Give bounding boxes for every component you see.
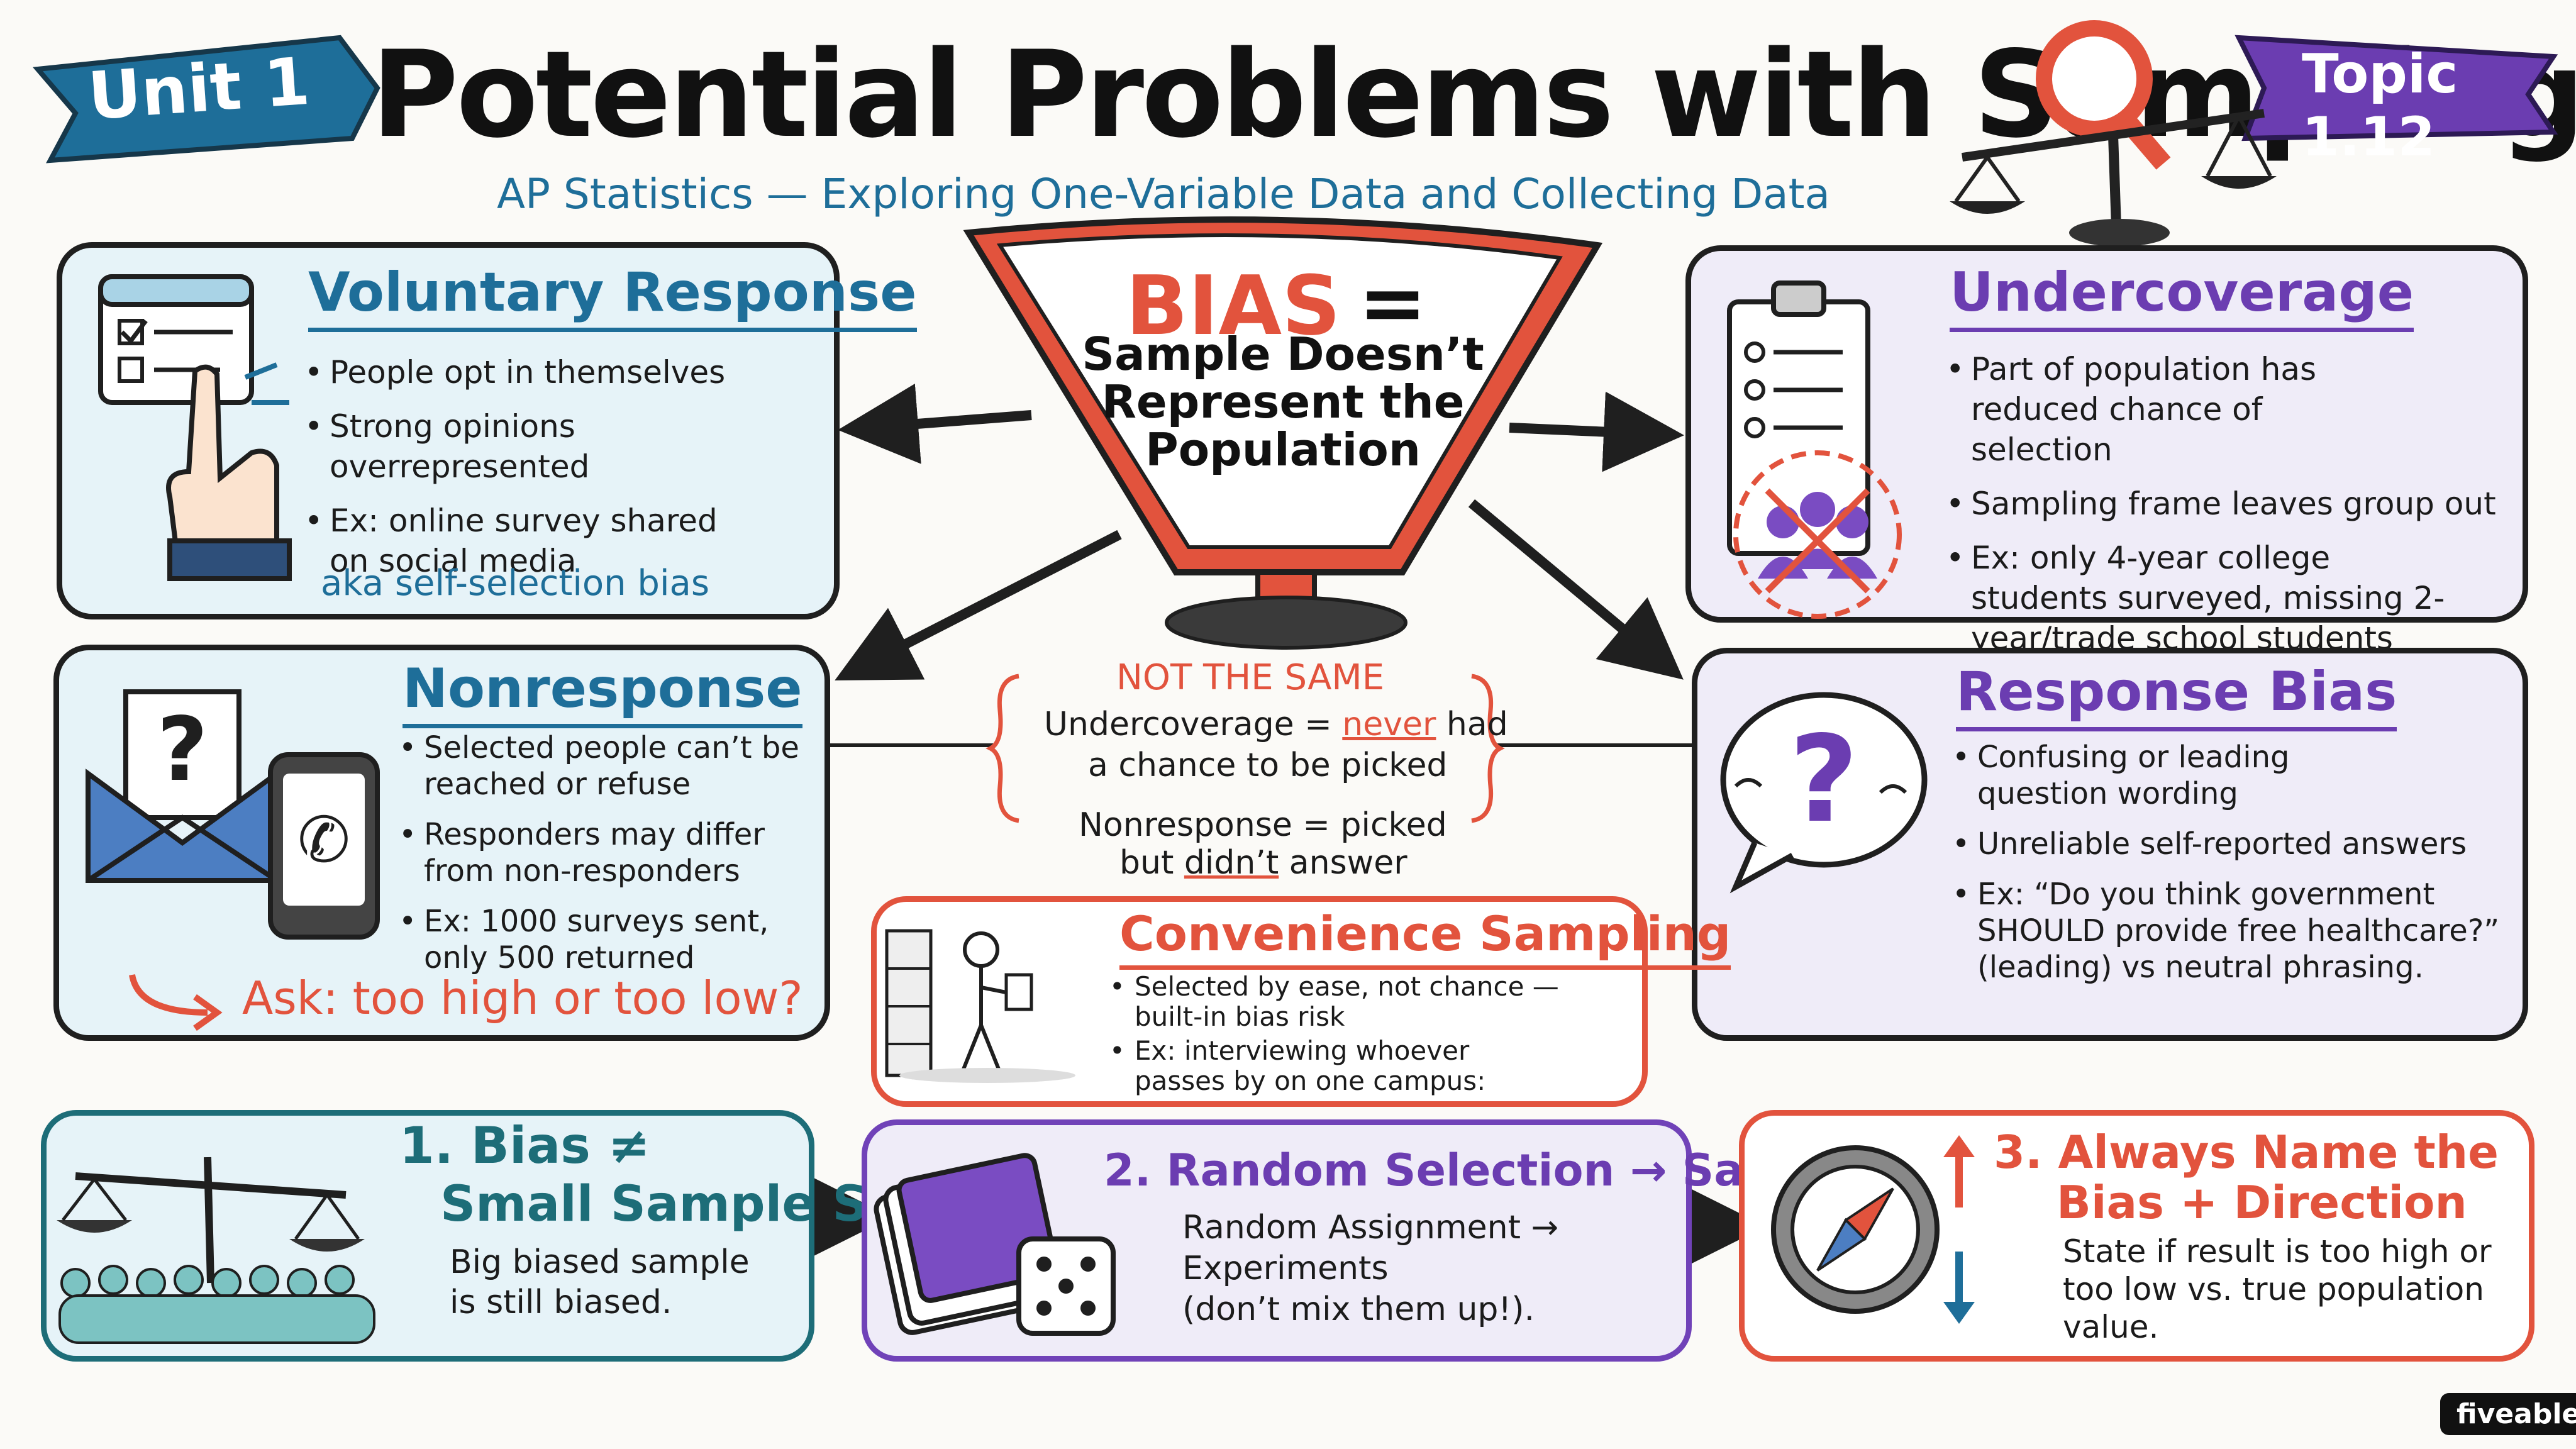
not-same-l4a: but bbox=[1119, 844, 1184, 882]
response-bias-bullet-2: Unreliable self-reported answers bbox=[1950, 826, 2503, 862]
fiveable-logo: fiveable bbox=[2440, 1393, 2576, 1435]
bias-word: BIAS bbox=[1126, 258, 1341, 353]
not-same-didnt: didn’t bbox=[1184, 844, 1279, 882]
not-same-l1a: Undercoverage = bbox=[1044, 706, 1343, 743]
undercoverage-title: Undercoverage bbox=[1950, 261, 2414, 332]
convenience-sampling-bullets: Selected by ease, not chance — built-in … bbox=[1107, 972, 1623, 1096]
bias-def-line1: Sample Doesn’t bbox=[1082, 328, 1484, 380]
voluntary-response-bullets: People opt in themselves Strong opinions… bbox=[302, 352, 818, 595]
bias-equals: = bbox=[1358, 255, 1427, 350]
takeaway-1-title-line1: 1. Bias ≠ bbox=[399, 1116, 650, 1175]
convenience-bullet-1: Selected by ease, not chance — built-in … bbox=[1107, 972, 1623, 1032]
brace-right bbox=[1471, 674, 1505, 823]
undercoverage-bullet-2: Sampling frame leaves group out bbox=[1943, 484, 2497, 524]
up-down-arrows-icon bbox=[1943, 1135, 1975, 1324]
topic-badge-ribbon bbox=[2235, 35, 2558, 142]
takeaway-2-body-line3: (don’t mix them up!). bbox=[1182, 1291, 1535, 1328]
takeaway-3-body: State if result is too high or too low v… bbox=[2063, 1233, 2492, 1345]
scale-crowd-icon bbox=[57, 1157, 375, 1344]
voluntary-response-note: aka self-selection bias bbox=[321, 563, 710, 604]
convenience-bullet-2: Ex: interviewing whoever passes by on on… bbox=[1107, 1036, 1512, 1096]
envelope-question-icon: ? bbox=[86, 689, 279, 883]
person-clipboard-icon bbox=[885, 929, 1075, 1083]
unit-badge-ribbon bbox=[32, 35, 380, 164]
svg-text:✆: ✆ bbox=[297, 803, 350, 877]
page-title: Potential Problems with Sampling bbox=[371, 25, 2576, 164]
phone-icon: ✆ bbox=[268, 752, 380, 940]
not-the-same-heading: NOT THE SAME bbox=[1116, 657, 1385, 698]
not-same-l4c: answer bbox=[1279, 844, 1407, 882]
nonresponse-bullets: Selected people can’t be reached or refu… bbox=[396, 730, 805, 990]
compass-icon bbox=[1771, 1145, 1940, 1314]
nonresponse-title: Nonresponse bbox=[402, 657, 802, 728]
undercoverage-bullet-1: Part of population has reduced chance of… bbox=[1943, 349, 2399, 470]
not-the-same-line1: Undercoverage = never had bbox=[1044, 704, 1508, 745]
svg-text:?: ? bbox=[1789, 710, 1858, 849]
clipboard-icon bbox=[1727, 280, 1870, 556]
voluntary-bullet-3: Ex: online survey shared on social media bbox=[302, 501, 719, 581]
takeaway-2-body-line1: Random Assignment → bbox=[1182, 1209, 1559, 1246]
bias-def-line3: Population bbox=[1145, 423, 1421, 476]
undercoverage-bullets: Part of population has reduced chance of… bbox=[1943, 349, 2497, 672]
nonresponse-ask: Ask: too high or too low? bbox=[242, 972, 803, 1024]
convenience-sampling-title: Convenience Sampling bbox=[1119, 906, 1731, 970]
takeaway-1-body: Big biased sample is still biased. bbox=[450, 1243, 750, 1321]
not-same-l1c: had bbox=[1436, 706, 1508, 743]
response-bias-title: Response Bias bbox=[1956, 660, 2397, 731]
bias-funnel-graphic bbox=[963, 216, 1603, 650]
takeaway-2-body-line2: Experiments bbox=[1182, 1250, 1389, 1287]
magnifier-scale-icon bbox=[1950, 20, 2277, 247]
not-the-same-line3: Nonresponse = picked bbox=[1079, 806, 1447, 844]
subtitle: AP Statistics — Exploring One-Variable D… bbox=[497, 170, 1830, 218]
not-same-never: never bbox=[1342, 706, 1436, 743]
curved-arrow-icon bbox=[129, 974, 223, 1031]
nonresponse-bullet-3: Ex: 1000 surveys sent, only 500 returned bbox=[396, 903, 805, 976]
takeaway-3-title-line1: 3. Always Name the bbox=[1994, 1126, 2499, 1179]
response-bias-bullet-1: Confusing or leading question wording bbox=[1950, 739, 2329, 812]
unit-badge: Unit 1 bbox=[86, 42, 313, 135]
not-the-same-line4: but didn’t answer bbox=[1119, 843, 1407, 883]
pointing-hand-icon bbox=[166, 362, 292, 581]
svg-text:?: ? bbox=[157, 699, 208, 801]
not-the-same-line2: a chance to be picked bbox=[1088, 747, 1448, 784]
speech-bubble-question-icon: ? bbox=[1720, 692, 1928, 894]
nonresponse-bullet-1: Selected people can’t be reached or refu… bbox=[396, 730, 805, 802]
voluntary-response-title: Voluntary Response bbox=[308, 261, 917, 332]
voluntary-bullet-1: People opt in themselves bbox=[302, 352, 818, 392]
brace-left bbox=[985, 674, 1019, 823]
excluded-group-icon bbox=[1733, 450, 1902, 619]
bias-definition: Sample Doesn’t Represent the Population bbox=[1069, 330, 1497, 474]
bias-def-line2: Represent the bbox=[1101, 375, 1465, 428]
voluntary-bullet-2: Strong opinions overrepresented bbox=[302, 406, 818, 487]
undercoverage-bullet-3: Ex: only 4-year college students surveye… bbox=[1943, 538, 2462, 658]
response-bias-bullets: Confusing or leading question wording Un… bbox=[1950, 739, 2503, 999]
takeaway-3-title-line2: Bias + Direction bbox=[2057, 1176, 2467, 1229]
topic-badge: Topic 1.12 bbox=[2302, 43, 2458, 169]
nonresponse-bullet-2: Responders may differ from non-responder… bbox=[396, 816, 805, 889]
response-bias-bullet-3: Ex: “Do you think government SHOULD prov… bbox=[1950, 876, 2506, 985]
cards-dice-icon bbox=[874, 1153, 1116, 1336]
